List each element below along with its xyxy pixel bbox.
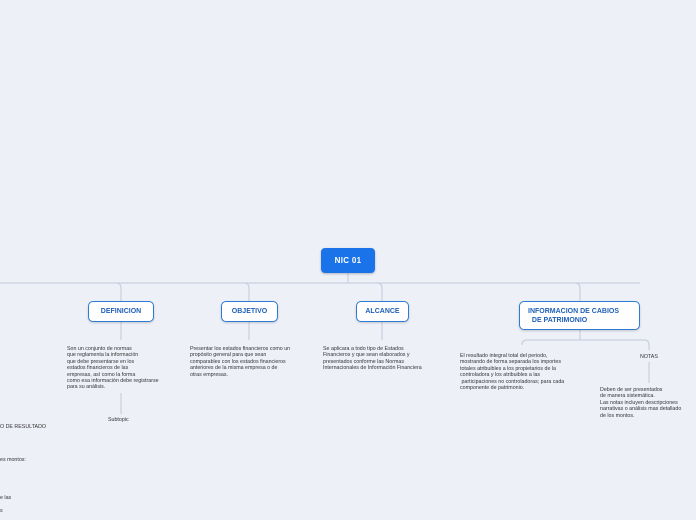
left-fragment-3: e las <box>0 495 12 501</box>
left-fragment-2: es montos: <box>0 457 26 463</box>
left-fragment-4: s <box>0 508 3 514</box>
branch-objetivo <box>243 282 250 301</box>
notas-label[interactable]: NOTAS <box>640 354 658 360</box>
note-definicion: Son un conjunto de normas que reglamenta… <box>67 346 159 391</box>
topic-informacion-cambios-patrimonio[interactable]: INFORMACION DE CABIOS DE PATRIMONIO <box>519 301 640 330</box>
branch-alcance <box>376 282 383 301</box>
branch-definicion <box>115 282 122 301</box>
note-notas: Deben de ser presentados de manera siste… <box>600 387 682 419</box>
topic-alcance[interactable]: ALCANCE <box>356 301 409 322</box>
note-objetivo: Presentar los estados financieros como u… <box>190 346 291 378</box>
branch-patrimonio <box>574 282 581 301</box>
topic-definicion[interactable]: DEFINICION <box>88 301 154 322</box>
note-patrimonio: El resultado integral total del periodo,… <box>460 353 565 392</box>
left-fragment-1: O DE RESULTADO <box>0 424 47 430</box>
connector-patrimonio-split <box>521 330 650 350</box>
subtopic-label[interactable]: Subtopic <box>108 417 129 423</box>
root-topic[interactable]: NIC 01 <box>321 248 375 273</box>
topic-objetivo[interactable]: OBJETIVO <box>221 301 278 322</box>
note-alcance: Se aplicara a todo tipo de Estados Finan… <box>323 346 422 372</box>
